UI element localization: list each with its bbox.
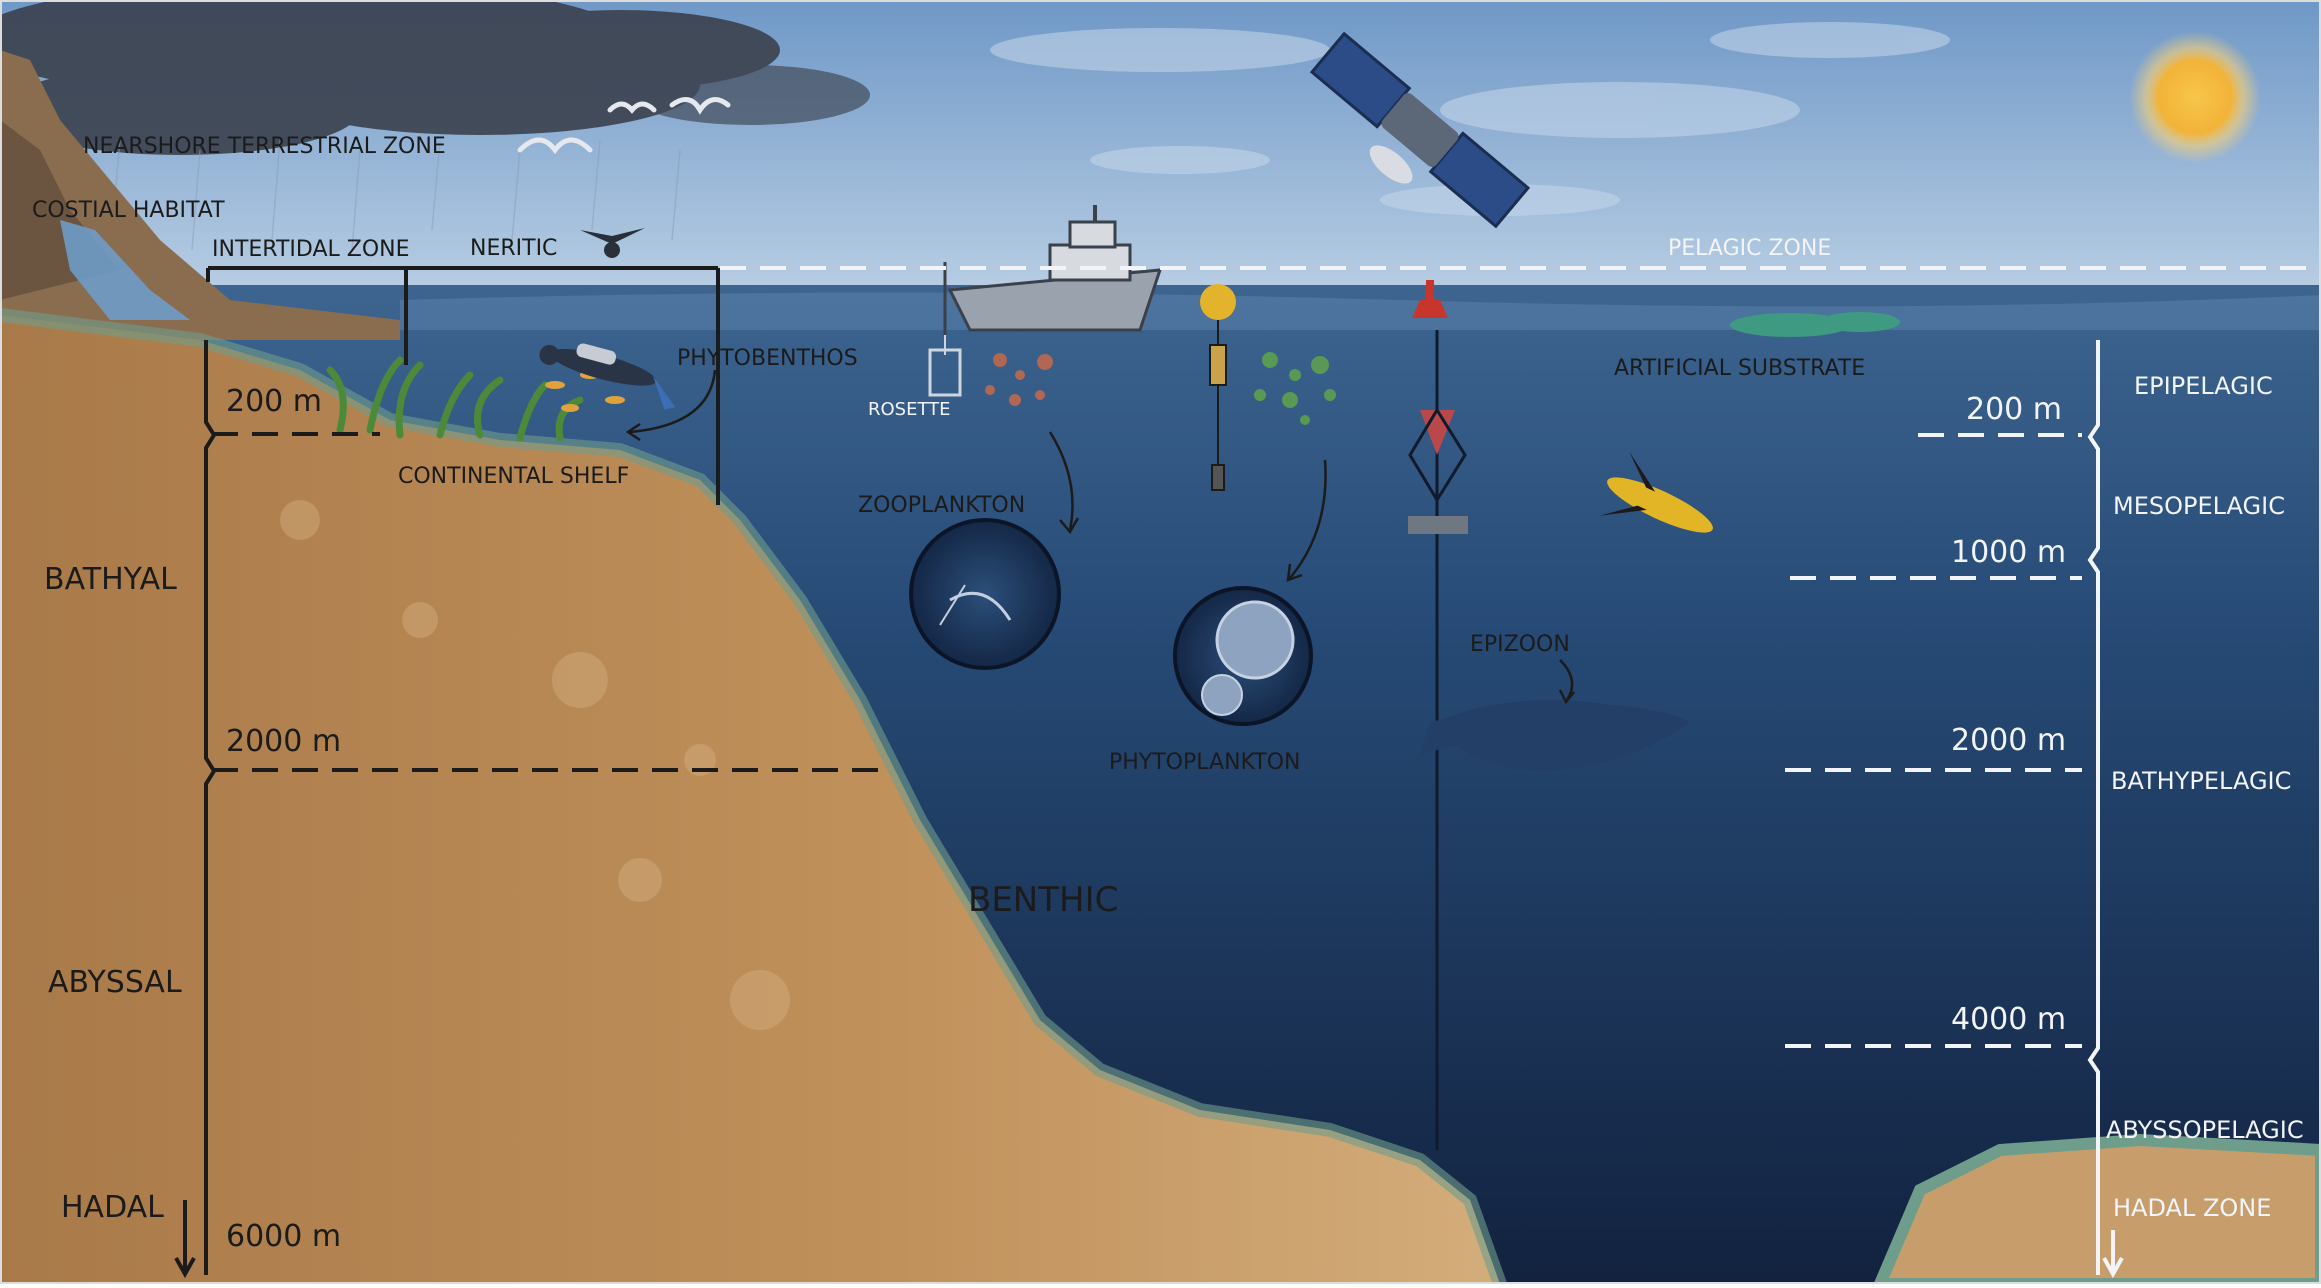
- zone-abyssal: ABYSSAL: [48, 965, 182, 1000]
- zone-hadal-zone: HADAL ZONE: [2113, 1194, 2272, 1222]
- zooplankton-icon: [909, 518, 1061, 670]
- left-depth-2000: 2000 m: [226, 724, 342, 759]
- label-zooplankton: ZOOPLANKTON: [858, 493, 1026, 518]
- annotation-arrows: [625, 369, 1575, 705]
- zone-hadal: HADAL: [61, 1190, 164, 1225]
- label-neritic: NERITIC: [470, 236, 558, 261]
- slope-edge: [0, 308, 1507, 1287]
- left-depth-axis: [174, 340, 217, 1279]
- phytoplankton-icon: [1173, 586, 1313, 726]
- whale-icon: [1420, 700, 1690, 771]
- right-depth-2000: 2000 m: [1951, 723, 2067, 758]
- label-artificial-substrate: ARTIFICIAL SUBSTRATE: [1614, 356, 1866, 381]
- right-depth-4000: 4000 m: [1951, 1002, 2067, 1037]
- zone-bathypelagic: BATHYPELAGIC: [2111, 767, 2292, 795]
- right-depth-axis: [2087, 340, 2124, 1279]
- label-epizoon: EPIZOON: [1470, 632, 1570, 657]
- scuba-diver-icon: [539, 343, 676, 410]
- zone-bathyal: BATHYAL: [44, 562, 177, 597]
- seagrass-icon: [326, 356, 584, 442]
- label-pelagic-zone: PELAGIC ZONE: [1668, 236, 1832, 261]
- label-continental-shelf: CONTINENTAL SHELF: [398, 464, 630, 489]
- label-benthic: BENTHIC: [968, 880, 1119, 920]
- label-costial-habitat: COSTIAL HABITAT: [32, 198, 225, 223]
- zone-mesopelagic: MESOPELAGIC: [2113, 492, 2285, 520]
- rosette-sampler-icon: [928, 335, 962, 397]
- continental-land: [0, 315, 1500, 1284]
- label-nearshore-terrestrial-zone: NEARSHORE TERRESTRIAL ZONE: [83, 134, 446, 159]
- left-depth-200: 200 m: [226, 384, 323, 419]
- research-ship-icon: [943, 205, 1163, 335]
- sediment-particles: [985, 353, 1053, 406]
- right-depth-1000: 1000 m: [1951, 535, 2067, 570]
- phytoplankton-particles: [1254, 352, 1336, 425]
- drone-icon: [580, 228, 645, 258]
- storm-cloud-icon: [0, 0, 870, 155]
- right-seamount: [1871, 1133, 2321, 1288]
- label-intertidal-zone: INTERTIDAL ZONE: [212, 237, 410, 262]
- seagull-icon: [517, 97, 731, 155]
- left-depth-6000: 6000 m: [226, 1219, 342, 1254]
- waterfall-icon: [60, 220, 190, 320]
- rain: [111, 139, 681, 251]
- label-rosette: ROSETTE: [868, 399, 951, 420]
- label-phytoplankton: PHYTOPLANKTON: [1109, 750, 1301, 775]
- drifter-float-icon: [1200, 284, 1236, 491]
- sand-spots: [280, 500, 790, 1030]
- neritic-bracket: [206, 266, 720, 505]
- zone-epipelagic: EPIPELAGIC: [2134, 372, 2273, 400]
- satellite-icon: [1309, 31, 1531, 229]
- right-depth-200: 200 m: [1966, 392, 2063, 427]
- zone-abyssopelagic: ABYSSOPELAGIC: [2106, 1116, 2304, 1144]
- label-phytobenthos: PHYTOBENTHOS: [677, 346, 858, 371]
- floating-debris-icon: [1730, 312, 1900, 337]
- sun-icon: [2129, 31, 2261, 163]
